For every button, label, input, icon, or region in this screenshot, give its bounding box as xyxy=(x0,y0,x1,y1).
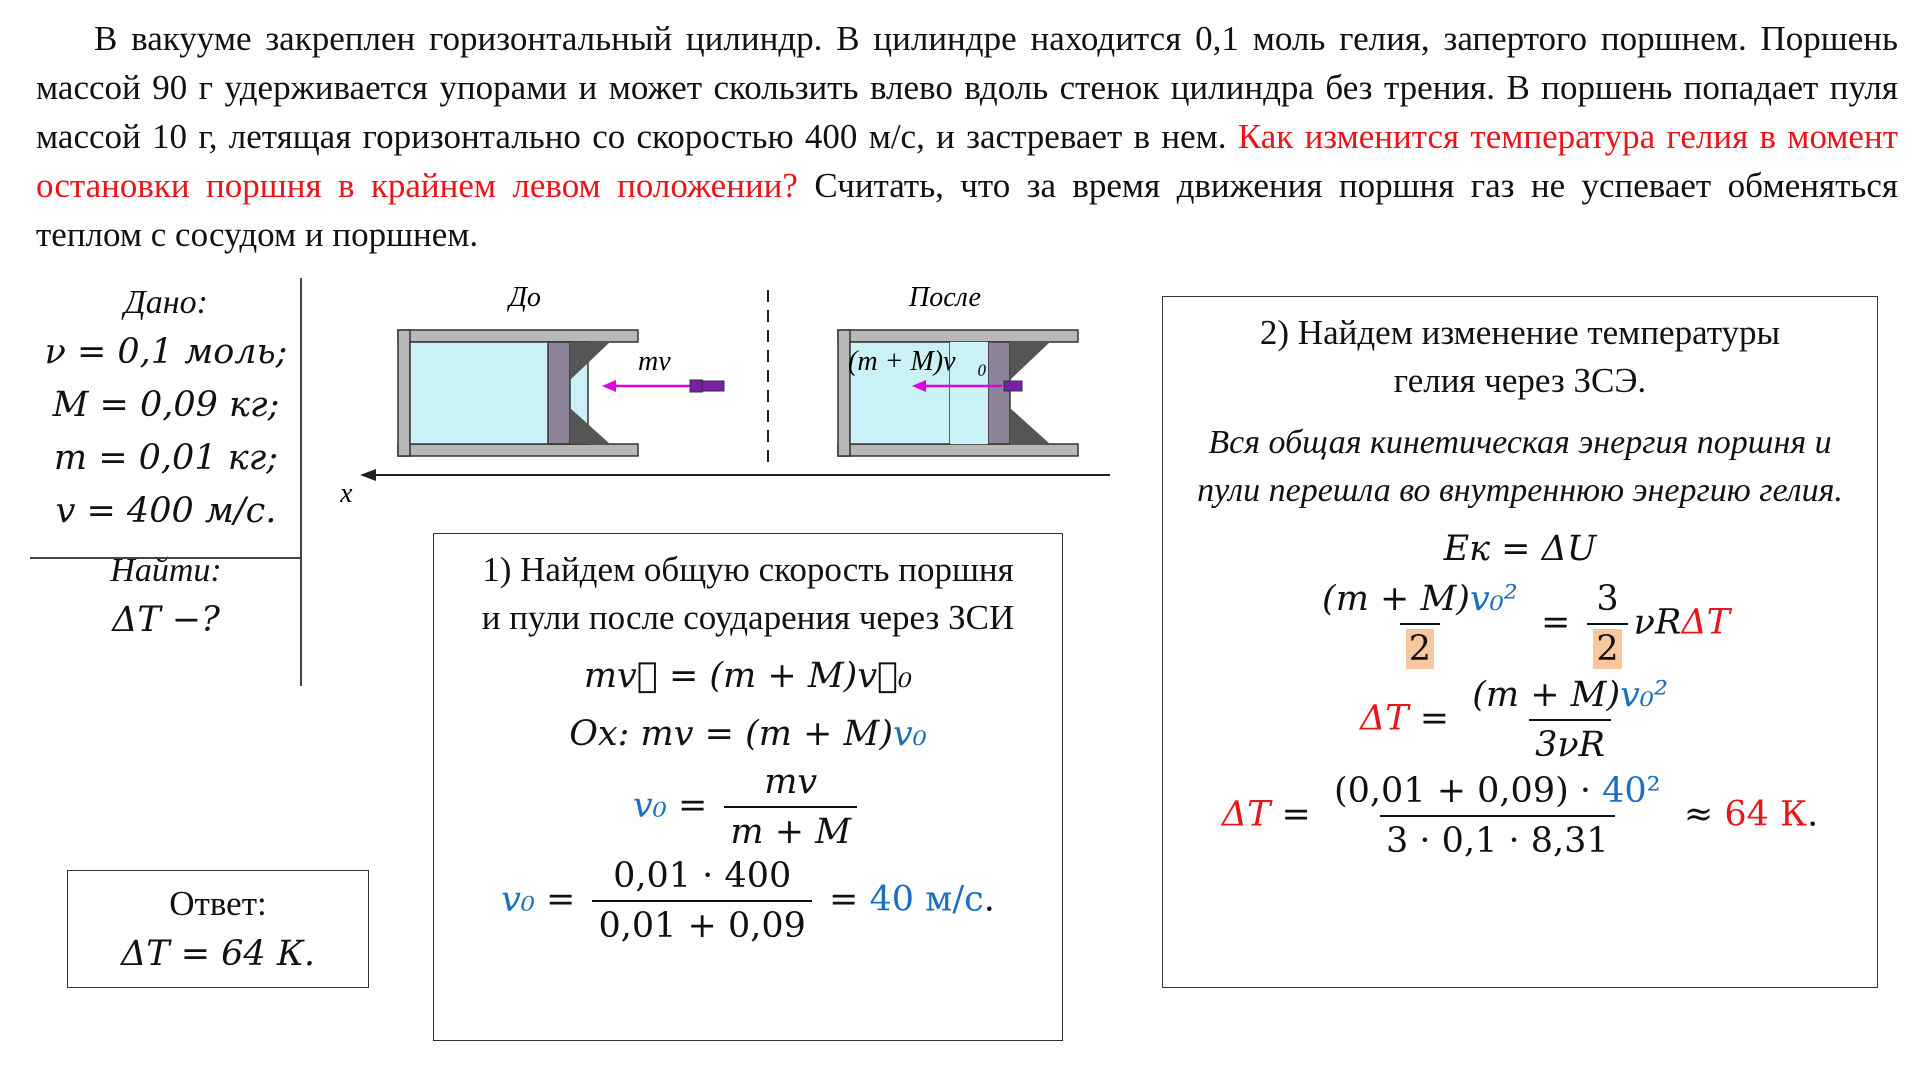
label-after: После xyxy=(908,282,981,313)
piston-before xyxy=(547,341,571,445)
problem-statement: В вакууме закреплен горизонтальный цилин… xyxy=(36,14,1898,259)
problem-text-start: В вакууме закреплен горизонтальный цилин… xyxy=(36,19,1898,156)
step1-box: 1) Найдем общую скорость поршня и пули п… xyxy=(433,533,1063,1041)
stop-upper-after xyxy=(1010,342,1050,380)
step1-title: 1) Найдем общую скорость поршня и пули п… xyxy=(481,550,1015,637)
step1-eq2: Ox: mv = (m + M)v₀ xyxy=(569,714,927,754)
step2-title: 2) Найдем изменение температуры гелия че… xyxy=(1259,313,1781,400)
given-block: Дано: ν = 0,1 моль; M = 0,09 кг; m = 0,0… xyxy=(30,280,302,647)
given-line-nu: ν = 0,1 моль; xyxy=(44,332,288,372)
answer-box: Ответ: ΔT = 64 К. xyxy=(67,870,369,988)
answer-value: ΔT = 64 К. xyxy=(120,934,316,974)
vector-label-before: mv⃗ xyxy=(638,346,692,377)
bullet-embedded-icon xyxy=(1003,380,1023,392)
label-before: До xyxy=(506,282,541,313)
cylinder-after: (m + M)v⃗₀ xyxy=(837,329,1079,457)
given-heading: Дано: xyxy=(124,284,208,321)
stop-lower-after xyxy=(1010,408,1050,444)
step2-note: Вся общая кинетическая энергия поршня и … xyxy=(1197,424,1843,509)
problem-text-end: Считать, что за время движения поршня га… xyxy=(36,166,1898,254)
answer-label: Ответ: xyxy=(169,884,267,923)
find-heading: Найти: xyxy=(110,552,222,589)
find-value: ΔT −? xyxy=(112,600,220,640)
stop-upper-before xyxy=(570,342,610,380)
stop-lower-before xyxy=(570,408,610,444)
given-line-m: m = 0,01 кг; xyxy=(53,438,279,478)
given-divider-horizontal xyxy=(30,557,300,559)
piston-after xyxy=(987,341,1011,445)
step2-eq1: Eк = ΔU xyxy=(1443,529,1597,569)
cylinder-before: mv⃗ xyxy=(397,329,725,457)
given-line-v: v = 400 м/с. xyxy=(55,491,277,531)
given-divider-vertical xyxy=(300,278,302,686)
cylinder-diagram: До После mv⃗ (m + M)v⃗₀ x xyxy=(340,282,1110,509)
step2-box: 2) Найдем изменение температуры гелия че… xyxy=(1162,296,1878,988)
step1-eq1: mv⃗ = (m + M)v⃗₀ xyxy=(583,656,913,696)
x-axis-label: x xyxy=(340,478,353,509)
problem-question: Как изменится температура гелия в момент… xyxy=(36,117,1898,205)
given-line-M: M = 0,09 кг; xyxy=(52,385,280,425)
vector-label-after: (m + M)v⃗₀ xyxy=(848,346,987,377)
